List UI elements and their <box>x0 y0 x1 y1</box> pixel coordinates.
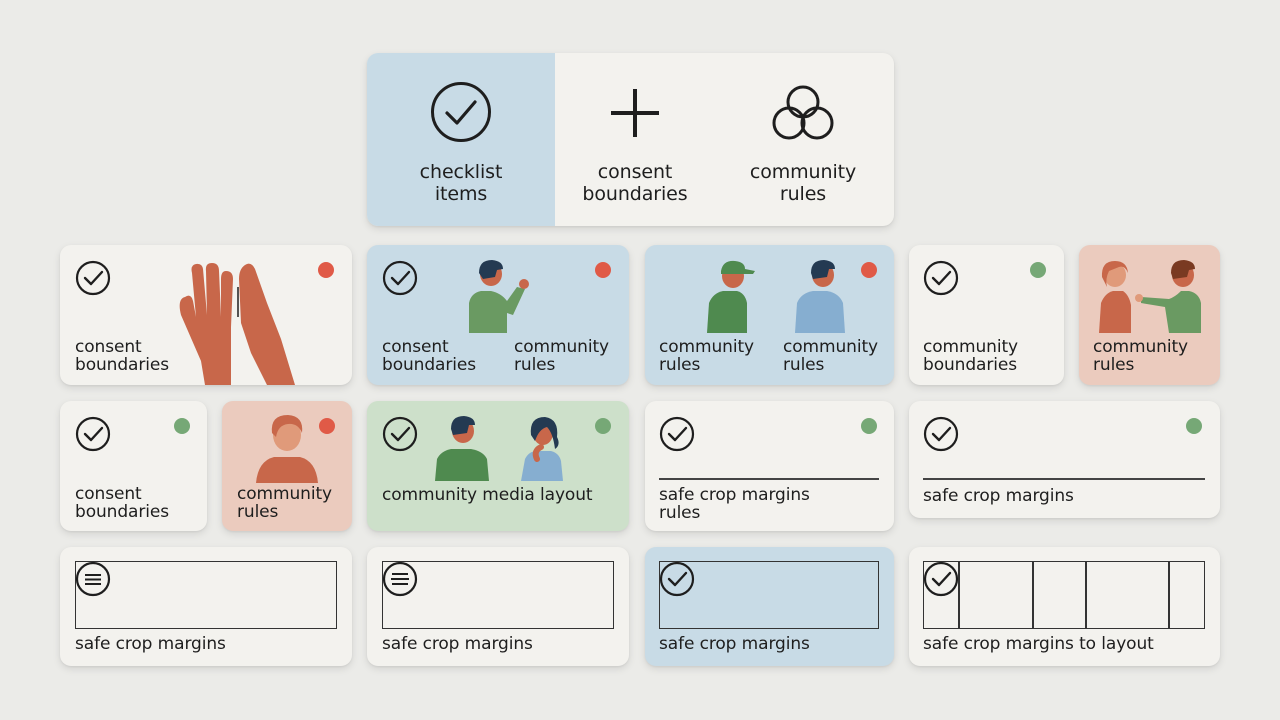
card-label: safe crop margins <box>382 634 533 654</box>
status-dot-red <box>319 418 335 434</box>
plus-icon <box>609 87 661 139</box>
card-label: safe crop margins <box>923 486 1074 506</box>
card-label: safe crop margins <box>659 634 810 654</box>
status-dot-green <box>174 418 190 434</box>
card-label: safe crop margins <box>75 634 226 654</box>
check-circle-icon <box>430 81 492 143</box>
divider <box>659 478 879 480</box>
status-dot-red <box>318 262 334 278</box>
status-dot-green <box>1030 262 1046 278</box>
person-cap-illustration <box>705 259 757 333</box>
status-dot-green <box>861 418 877 434</box>
safe-crop-frame-card-selected[interactable]: safe crop margins <box>645 547 894 666</box>
crop-frame <box>659 561 879 629</box>
check-circle-icon <box>659 561 695 597</box>
card-label: community media layout <box>382 485 593 505</box>
menu-circle-icon <box>382 561 418 597</box>
person-illustration <box>519 415 567 481</box>
check-circle-icon <box>382 260 418 296</box>
check-circle-icon <box>923 416 959 452</box>
crop-frame <box>382 561 614 629</box>
person-illustration <box>254 413 320 483</box>
person-illustration <box>793 259 851 333</box>
safe-crop-frame-card[interactable]: safe crop margins <box>367 547 629 666</box>
safe-crop-card[interactable]: safe crop margins <box>909 401 1220 518</box>
check-circle-icon <box>659 416 695 452</box>
community-circles-icon <box>770 83 836 143</box>
status-dot-green <box>1186 418 1202 434</box>
person-illustration <box>433 415 491 481</box>
community-media-layout-card[interactable]: community media layout <box>367 401 629 531</box>
status-dot-red <box>595 262 611 278</box>
menu-circle-icon <box>75 561 111 597</box>
card-label: safe crop margins to layout <box>923 634 1154 654</box>
raised-hands-illustration <box>175 257 300 385</box>
conversation-illustration <box>1095 259 1207 333</box>
check-circle-icon <box>75 416 111 452</box>
check-circle-icon <box>75 260 111 296</box>
check-circle-icon <box>923 260 959 296</box>
check-circle-icon <box>923 561 959 597</box>
safe-crop-frame-card[interactable]: safe crop margins <box>60 547 352 666</box>
crop-frame <box>75 561 337 629</box>
divider <box>923 478 1205 480</box>
person-illustration <box>467 259 529 333</box>
check-circle-icon <box>382 416 418 452</box>
safe-crop-layout-card[interactable]: safe crop margins to layout <box>909 547 1220 666</box>
layout-grid <box>923 561 1205 629</box>
status-dot-red <box>861 262 877 278</box>
status-dot-green <box>595 418 611 434</box>
